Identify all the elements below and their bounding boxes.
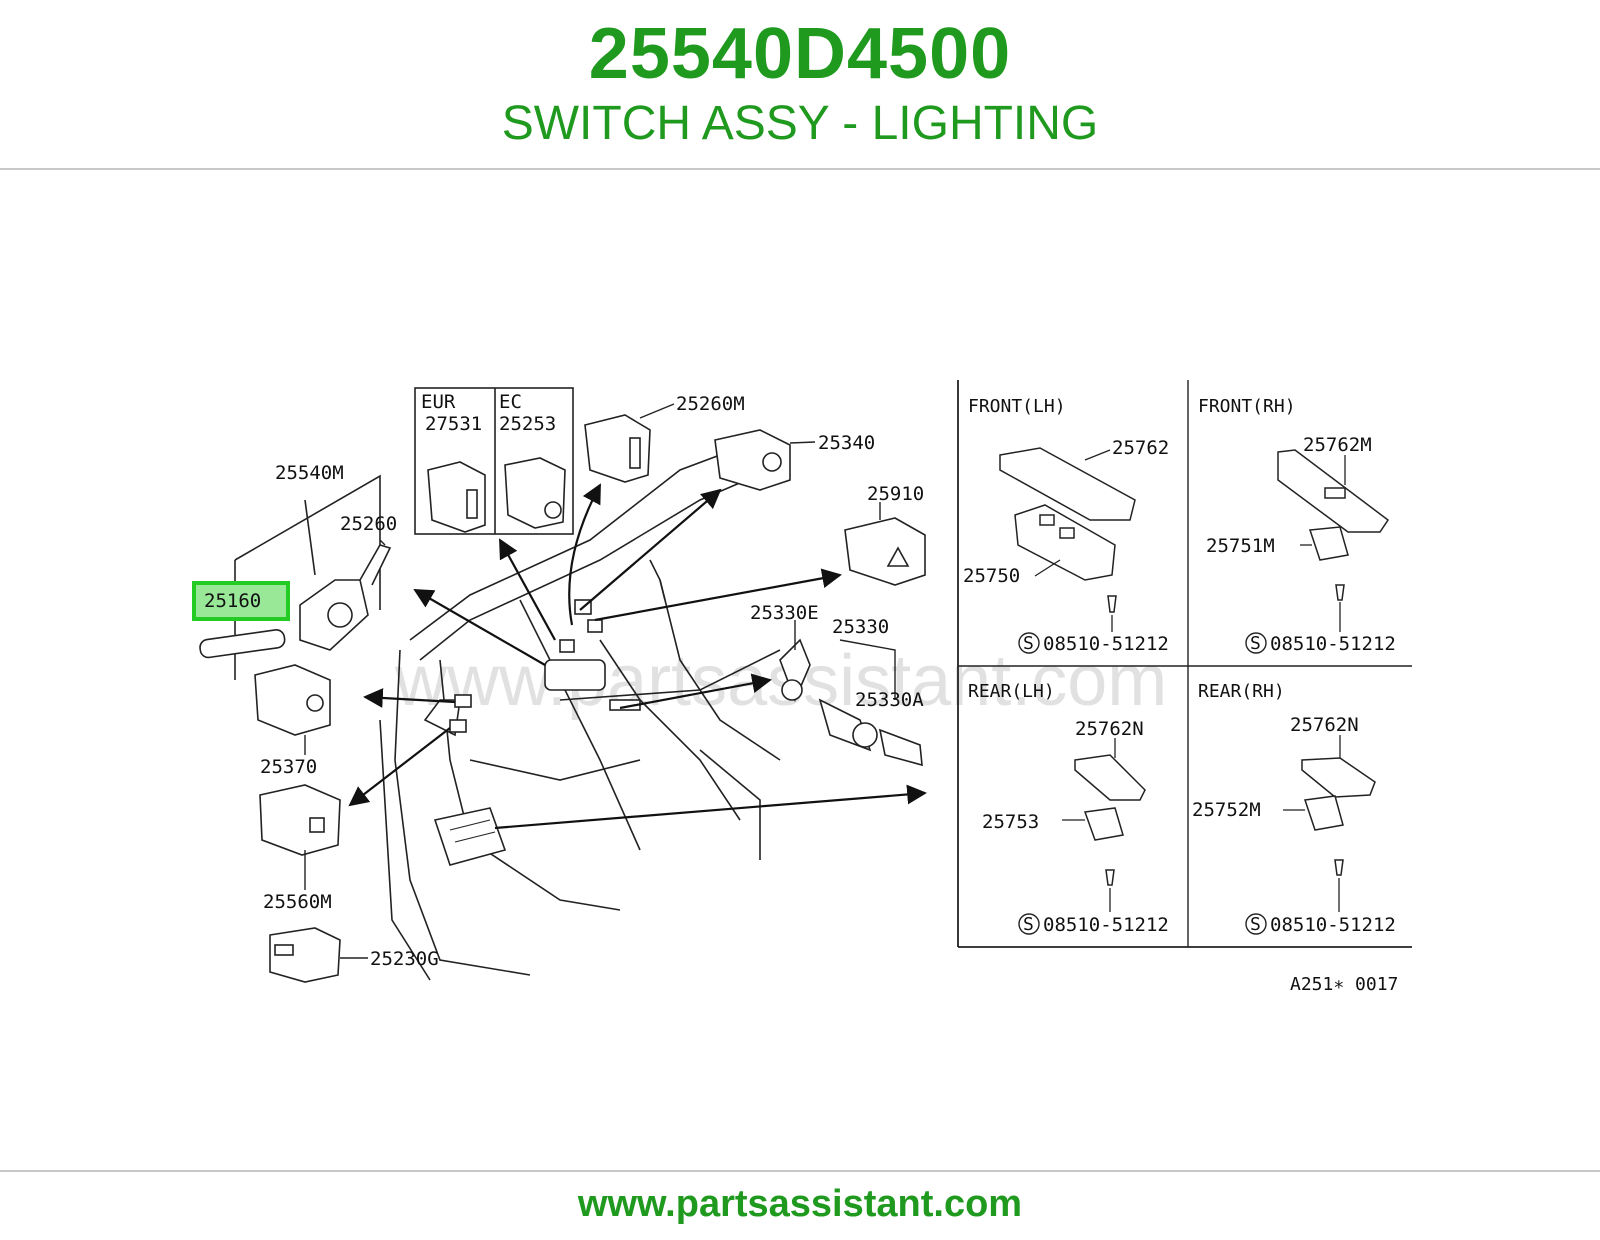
panel-front-lh-title: FRONT(LH) xyxy=(968,396,1066,417)
part-labels: 25540M 25260 25370 25560M 25230G 25260M … xyxy=(260,393,924,970)
callout-arrows xyxy=(348,483,927,830)
panel-front-lh-screw[interactable]: 08510-51212 xyxy=(1043,633,1169,655)
panel-front-lh-switch[interactable]: 25750 xyxy=(963,565,1020,587)
panel-front-lh-cover[interactable]: 25762 xyxy=(1112,437,1169,459)
label-25910[interactable]: 25910 xyxy=(867,483,924,505)
switch-illustrations xyxy=(254,414,926,983)
inset-right-label: EC xyxy=(499,391,522,413)
screw-symbol-icon: S xyxy=(1250,914,1261,935)
diagram-ref-code: A251∗ 0017 xyxy=(1290,974,1398,995)
screw-symbol-icon: S xyxy=(1023,633,1034,654)
label-25260M[interactable]: 25260M xyxy=(676,393,745,415)
part-number-title: 25540D4500 xyxy=(588,14,1012,94)
panel-rear-lh-cover[interactable]: 25762N xyxy=(1075,718,1144,740)
panel-front-lh: FRONT(LH) 25762 25750 S 08510-51212 xyxy=(963,396,1169,655)
inset-left-part: 27531 xyxy=(425,413,482,435)
highlighted-part-callout[interactable]: 25160 xyxy=(192,581,290,621)
label-25330E[interactable]: 25330E xyxy=(750,602,819,624)
label-25230G[interactable]: 25230G xyxy=(370,948,439,970)
panel-rear-lh: REAR(LH) 25762N 25753 S 08510-51212 xyxy=(968,681,1169,936)
panel-rear-rh: REAR(RH) 25762N 25752M S 08510-51212 xyxy=(1192,681,1396,936)
panel-rear-rh-title: REAR(RH) xyxy=(1198,681,1285,702)
panel-rear-lh-title: REAR(LH) xyxy=(968,681,1055,702)
combination-switch-illustration xyxy=(199,474,392,680)
highlighted-part-number[interactable]: 25160 xyxy=(204,590,261,612)
header-divider xyxy=(0,168,1600,170)
label-25540M[interactable]: 25540M xyxy=(275,462,344,484)
panel-rear-rh-screw[interactable]: 08510-51212 xyxy=(1270,914,1396,936)
footer-website-link[interactable]: www.partsassistant.com xyxy=(577,1183,1023,1225)
panel-rear-lh-screw[interactable]: 08510-51212 xyxy=(1043,914,1169,936)
panel-front-rh-screw[interactable]: 08510-51212 xyxy=(1270,633,1396,655)
page-header: 25540D4500 SWITCH ASSY - LIGHTING xyxy=(0,0,1600,168)
panel-rear-rh-cover[interactable]: 25762N xyxy=(1290,714,1359,736)
panel-rear-rh-switch[interactable]: 25752M xyxy=(1192,799,1261,821)
panel-front-rh-cover[interactable]: 25762M xyxy=(1303,434,1372,456)
power-window-switch-panels: FRONT(LH) 25762 25750 S 08510-51212 FRON… xyxy=(957,380,1412,948)
screw-symbol-icon: S xyxy=(1250,633,1261,654)
watermark-text: www.partsassistant.com xyxy=(394,641,1167,721)
inset-left-label: EUR xyxy=(421,391,456,413)
eur-ec-inset-box: EUR 27531 EC 25253 xyxy=(414,387,574,535)
label-25370[interactable]: 25370 xyxy=(260,756,317,778)
label-25330[interactable]: 25330 xyxy=(832,616,889,638)
inset-right-part: 25253 xyxy=(499,413,556,435)
footer-divider xyxy=(0,1170,1600,1172)
panel-rear-lh-switch[interactable]: 25753 xyxy=(982,811,1039,833)
panel-front-rh-switch[interactable]: 25751M xyxy=(1206,535,1275,557)
panel-front-rh: FRONT(RH) 25762M 25751M S 08510-51212 xyxy=(1198,396,1396,655)
dashboard-illustration xyxy=(379,439,781,981)
label-25260[interactable]: 25260 xyxy=(340,513,397,535)
label-25560M[interactable]: 25560M xyxy=(263,891,332,913)
label-25330A[interactable]: 25330A xyxy=(855,689,924,711)
panel-front-rh-title: FRONT(RH) xyxy=(1198,396,1296,417)
part-description: SWITCH ASSY - LIGHTING xyxy=(501,97,1099,150)
screw-symbol-icon: S xyxy=(1023,914,1034,935)
leader-lines xyxy=(304,403,896,959)
label-25340[interactable]: 25340 xyxy=(818,432,875,454)
